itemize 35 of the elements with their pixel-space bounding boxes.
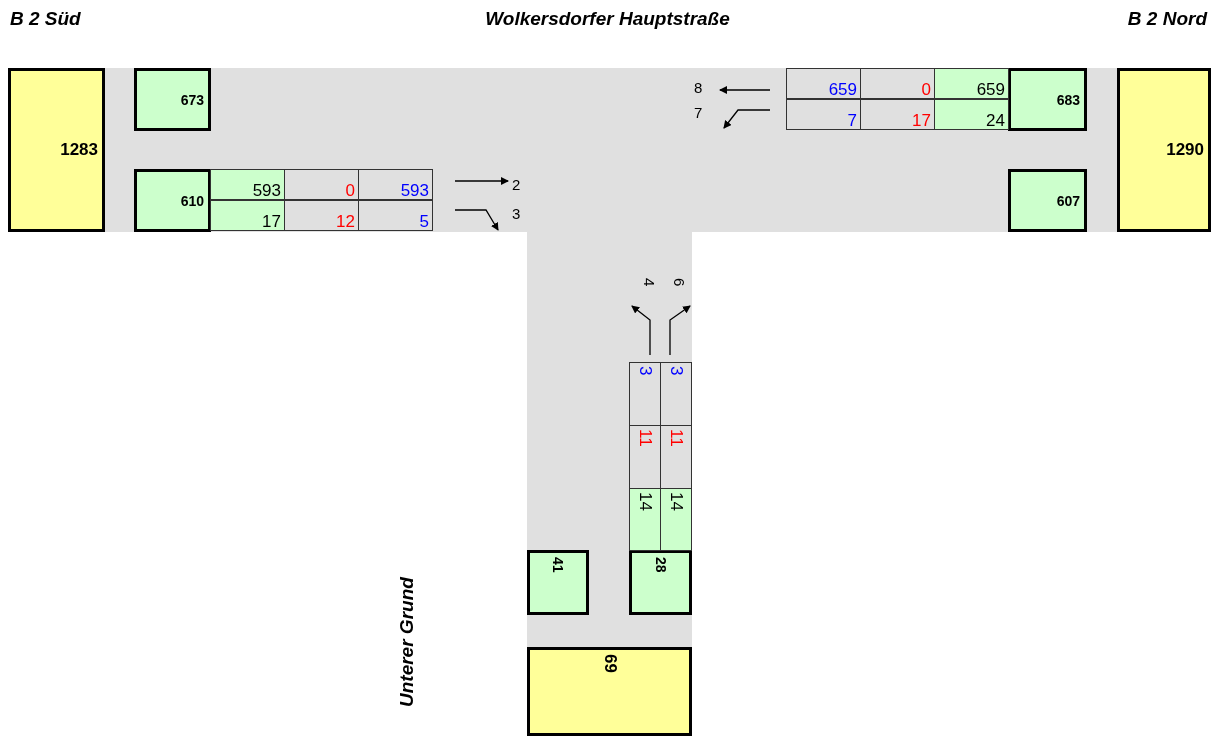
count-value: 3 [660,362,692,426]
count-box: 673 [134,68,211,131]
count-value: 593 [358,169,433,200]
turn-number: 8 [694,79,704,98]
count-box: 28 [629,550,692,615]
count-value: 14 [629,488,661,551]
count-value: 17 [860,99,935,130]
turn-number: 4 [640,278,658,289]
heading: Wolkersdorfer Hauptstraße [484,8,731,31]
count-value: 12 [284,200,359,231]
count-value: 17 [210,200,285,231]
count-box: 1290 [1117,68,1211,232]
count-value: 14 [660,488,692,551]
turn-number: 3 [512,205,522,224]
heading: Unterer Grund [396,576,418,710]
count-value: 0 [284,169,359,200]
count-box: 607 [1008,169,1087,232]
heading: B 2 Süd [10,8,82,31]
turn-number: 2 [512,176,522,195]
count-box: 41 [527,550,589,615]
count-box: 683 [1008,68,1087,131]
count-value: 659 [786,68,861,99]
turn-number: 6 [670,278,688,289]
count-value: 7 [786,99,861,130]
count-value: 3 [629,362,661,426]
count-box: 69 [527,647,692,736]
count-value: 659 [934,68,1009,99]
heading: B 2 Nord [1126,8,1207,31]
count-value: 593 [210,169,285,200]
count-box: 1283 [8,68,105,232]
count-box: 610 [134,169,211,232]
count-value: 5 [358,200,433,231]
turn-number: 7 [694,104,704,123]
count-value: 0 [860,68,935,99]
count-value: 24 [934,99,1009,130]
